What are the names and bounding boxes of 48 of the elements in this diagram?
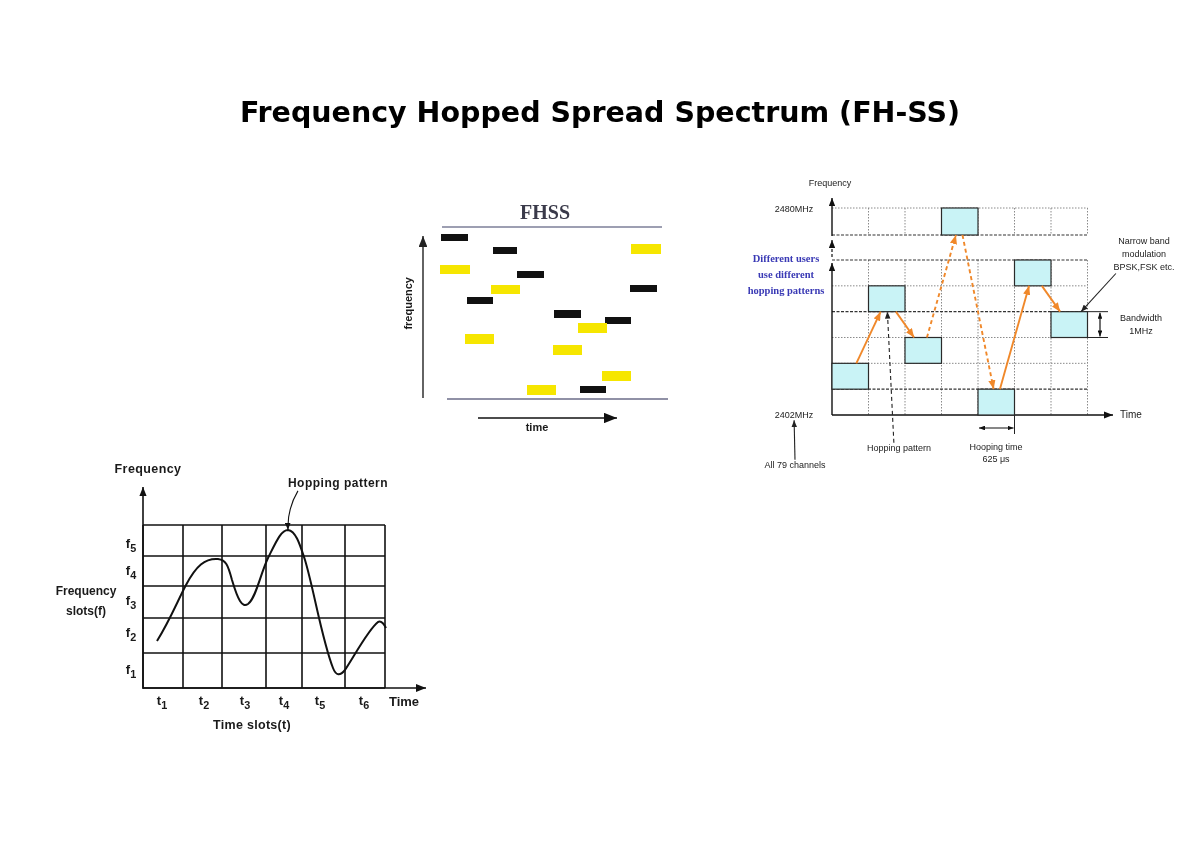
tick-label: f$_{4}$: [125, 564, 137, 582]
tick-label: f$_{1}$: [125, 663, 137, 681]
axis-label: time: [525, 420, 549, 434]
axis-label: Frequency: [808, 177, 852, 189]
callout-label: Hopping pattern: [287, 477, 389, 491]
leader-arrow: [1080, 272, 1117, 313]
tick-label: t$_{4}$: [278, 694, 290, 712]
leader-arrow: [285, 490, 299, 531]
axis-label: Frequency slots(f): [54, 583, 118, 620]
tick-label: t$_{6}$: [358, 694, 370, 712]
page-title: Frequency Hopped Spread Spectrum (FH-SS): [239, 96, 961, 130]
frequency-slot: [1013, 259, 1052, 287]
tick-label: t$_{1}$: [156, 694, 168, 712]
frequency-slot: [831, 362, 870, 390]
tick-label: f$_{2}$: [125, 626, 137, 644]
chart-title: FHSS: [520, 200, 570, 224]
hop-arrow: [961, 234, 996, 391]
axis-label: Time: [388, 694, 420, 710]
leader-arrow: [884, 311, 895, 444]
frequency-slot: [1050, 311, 1089, 339]
hop-arrow: [1040, 284, 1062, 313]
hop-arrow: [894, 310, 916, 339]
hopping-curve: [156, 529, 387, 676]
leader-arrow: [791, 419, 798, 461]
hop-arrow: [855, 310, 882, 365]
frequency-slot: [904, 336, 943, 364]
callout-label: Narrow band modulation BPSK,FSK etc.: [1107, 234, 1181, 274]
callout-label: All 79 channels: [764, 459, 826, 471]
callout-label: Hopping pattern: [866, 442, 931, 454]
tick-label: f$_{5}$: [125, 537, 137, 555]
tick-label: t$_{5}$: [314, 694, 326, 712]
tick-label: 2480MHz: [774, 203, 814, 215]
hop-arrow: [925, 234, 957, 339]
tick-label: t$_{2}$: [198, 694, 210, 712]
hop-arrow: [998, 284, 1031, 391]
dimension-label: Bandwidth 1MHz: [1119, 312, 1163, 338]
tick-label: t$_{3}$: [239, 694, 251, 712]
tick-label: 2402MHz: [774, 409, 814, 421]
axis-label: Time: [1120, 409, 1142, 421]
axis-label: Frequency: [114, 461, 182, 477]
dimension-label: Hooping time 625 μs: [968, 441, 1024, 465]
tick-label: f$_{3}$: [125, 594, 137, 612]
frequency-slot: [867, 285, 906, 313]
axis-label: frequency: [401, 276, 415, 330]
axis-label: Time slots(t): [213, 717, 291, 733]
annotation-text: Different users use different hopping patterns: [746, 252, 826, 298]
frequency-slot: [977, 388, 1016, 416]
frequency-slot: [940, 207, 979, 236]
